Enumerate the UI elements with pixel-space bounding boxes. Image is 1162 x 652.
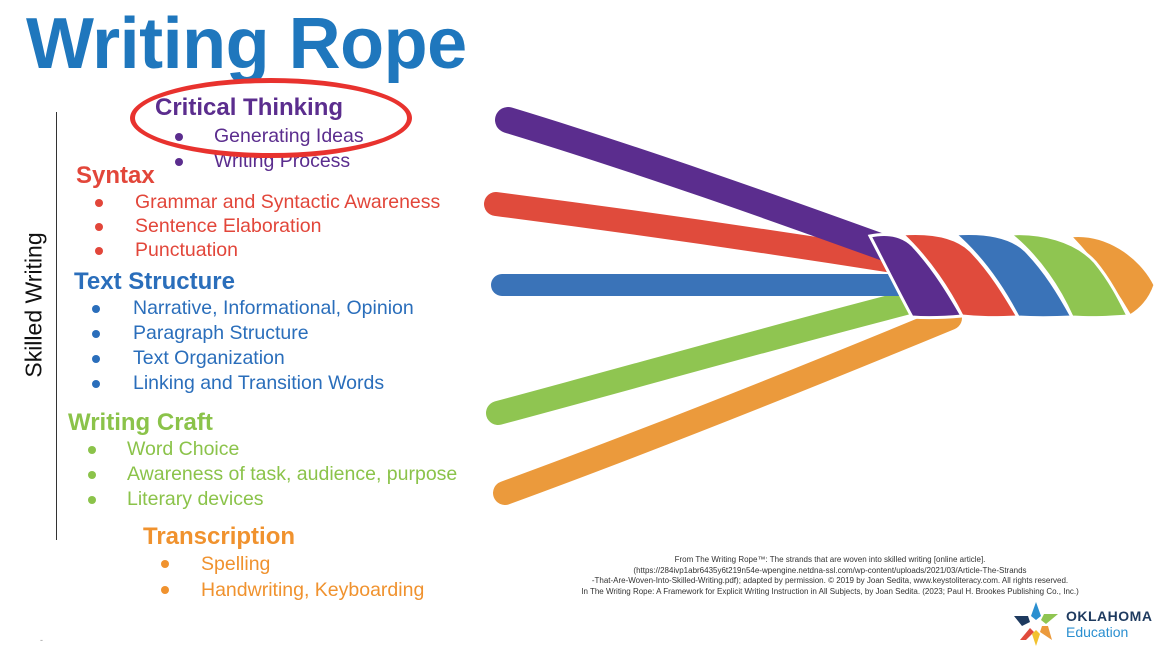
text-structure-list: Narrative, Informational, Opinion Paragr… xyxy=(92,296,414,396)
bullet-icon xyxy=(161,560,169,568)
list-item: Text Organization xyxy=(92,346,414,371)
citation-line: In The Writing Rope: A Framework for Exp… xyxy=(581,586,1079,596)
list-item-label: Sentence Elaboration xyxy=(135,215,322,237)
writing-rope-illustration xyxy=(484,107,1157,505)
bullet-icon xyxy=(92,355,100,363)
bullet-icon xyxy=(95,247,103,255)
list-item-label: Awareness of task, audience, purpose xyxy=(127,463,458,485)
highlight-circle xyxy=(130,78,412,158)
rope-twist-green xyxy=(1006,232,1131,320)
oklahoma-education-logo: OKLAHOMA Education xyxy=(1066,608,1152,640)
logo-line1: OKLAHOMA xyxy=(1066,608,1153,624)
logo-line2: Education xyxy=(1066,624,1129,640)
rope-strand-transcription xyxy=(493,306,962,505)
citation-text: From The Writing Rope™: The strands that… xyxy=(530,555,1130,597)
list-item: Linking and Transition Words xyxy=(92,371,414,396)
transcription-list: Spelling Handwriting, Keyboarding xyxy=(161,551,424,603)
skilled-writing-label: Skilled Writing xyxy=(20,232,47,378)
list-item: Spelling xyxy=(161,551,424,577)
list-item-label: Punctuation xyxy=(135,239,238,261)
list-item-label: Word Choice xyxy=(127,438,240,460)
rope-strand-critical-thinking xyxy=(495,107,898,261)
bullet-icon xyxy=(175,158,183,166)
rope-strand-syntax xyxy=(484,192,912,274)
list-item: Narrative, Informational, Opinion xyxy=(92,296,414,321)
list-item: Awareness of task, audience, purpose xyxy=(88,462,457,487)
rope-strand-writing-craft xyxy=(486,286,937,425)
citation-line: (https://284ivp1abr6435y6t219n54e-wpengi… xyxy=(633,565,1027,575)
writing-craft-list: Word Choice Awareness of task, audience,… xyxy=(88,437,457,512)
list-item-label: Handwriting, Keyboarding xyxy=(201,579,425,601)
skilled-writing-bracket-line xyxy=(56,112,57,540)
bullet-icon xyxy=(95,223,103,231)
bullet-icon xyxy=(88,471,96,479)
list-item: Grammar and Syntactic Awareness xyxy=(95,190,440,214)
list-item-label: Narrative, Informational, Opinion xyxy=(133,297,414,319)
list-item-label: Linking and Transition Words xyxy=(133,372,385,394)
list-item-label: Literary devices xyxy=(127,488,264,510)
list-item: Literary devices xyxy=(88,487,457,512)
citation-line: From The Writing Rope™: The strands that… xyxy=(674,555,986,564)
rope-twist-purple xyxy=(867,233,965,320)
list-item: Punctuation xyxy=(95,238,440,262)
list-item-label: Grammar and Syntactic Awareness xyxy=(135,191,441,213)
bullet-icon xyxy=(88,496,96,504)
list-item: Handwriting, Keyboarding xyxy=(161,577,424,603)
bullet-icon xyxy=(92,380,100,388)
bullet-icon xyxy=(92,305,100,313)
writing-craft-heading: Writing Craft xyxy=(68,409,213,436)
bullet-icon xyxy=(92,330,100,338)
page-title: Writing Rope xyxy=(26,4,467,84)
footer-mark: - xyxy=(40,635,43,645)
list-item-label: Paragraph Structure xyxy=(133,322,309,344)
oklahoma-star-icon xyxy=(1014,602,1058,646)
bullet-icon xyxy=(88,446,96,454)
list-item: Word Choice xyxy=(88,437,457,462)
syntax-list: Grammar and Syntactic Awareness Sentence… xyxy=(95,190,440,262)
list-item: Sentence Elaboration xyxy=(95,214,440,238)
text-structure-heading: Text Structure xyxy=(74,268,235,295)
syntax-heading: Syntax xyxy=(76,162,155,189)
citation-line: -That-Are-Woven-Into-Skilled-Writing.pdf… xyxy=(591,576,1069,585)
bullet-icon xyxy=(161,586,169,594)
transcription-heading: Transcription xyxy=(143,523,296,550)
list-item: Paragraph Structure xyxy=(92,321,414,346)
bullet-icon xyxy=(95,199,103,207)
list-item-label: Text Organization xyxy=(133,347,285,369)
list-item-label: Spelling xyxy=(201,553,271,575)
